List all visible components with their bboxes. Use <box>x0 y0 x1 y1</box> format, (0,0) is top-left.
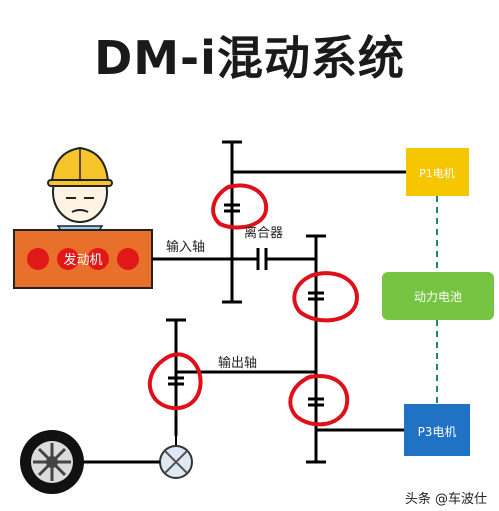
p1-motor-label: P1电机 <box>419 166 455 180</box>
output-shaft-label: 输出轴 <box>218 356 258 371</box>
worker-avatar-icon <box>47 146 113 233</box>
page-title: DM-i混动系统 <box>94 31 405 85</box>
p3-motor-box <box>404 404 470 456</box>
wheel-icon <box>20 430 84 494</box>
battery-box <box>382 272 494 320</box>
annotation-circle-gear-2 <box>292 271 359 323</box>
engine-block: 发动机 <box>13 229 153 289</box>
watermark: 头条 @车波仕 <box>404 492 487 507</box>
input-shaft-label: 输入轴 <box>166 240 206 255</box>
engine-label: 发动机 <box>63 252 102 268</box>
p1-motor-box <box>406 148 469 196</box>
differential-icon <box>159 445 193 479</box>
p3-motor-label: P3电机 <box>418 425 457 439</box>
annotation-circle-gear-4 <box>288 374 350 427</box>
clutch-label: 离合器 <box>244 226 284 241</box>
battery-label: 动力电池 <box>414 290 462 304</box>
annotation-circle-gear-1 <box>211 183 269 230</box>
annotation-circle-gear-3 <box>147 352 203 411</box>
